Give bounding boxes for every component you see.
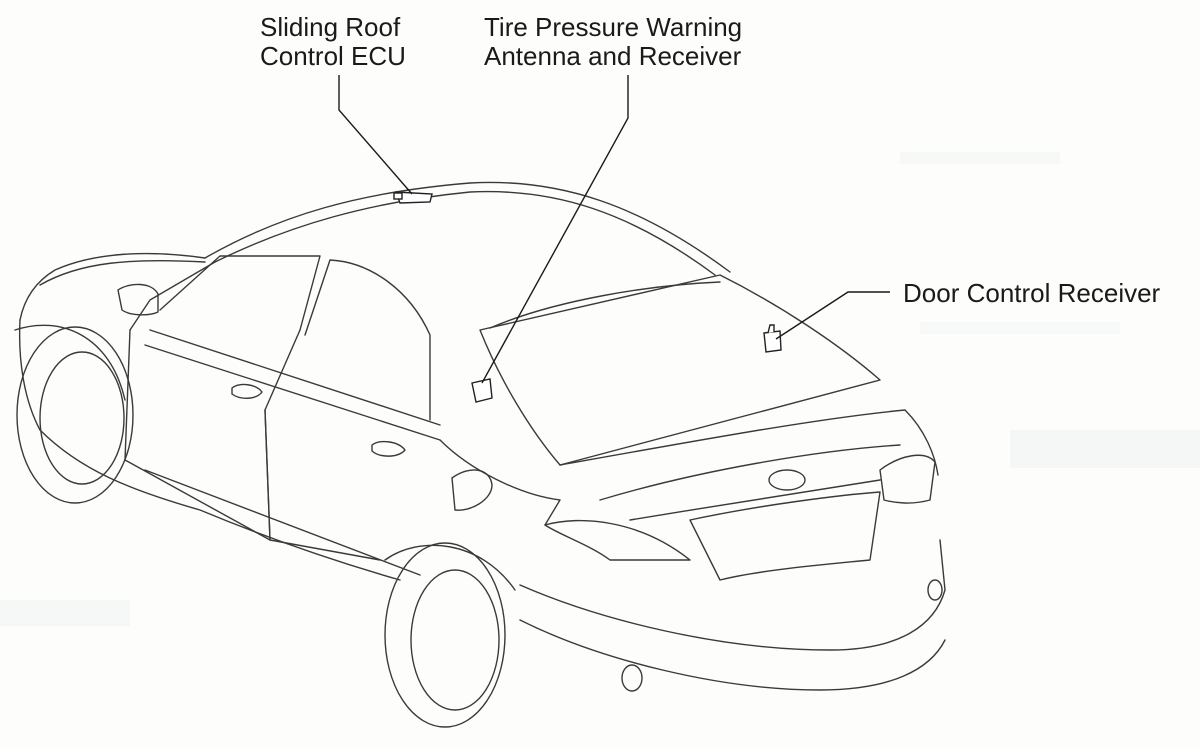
tire-pressure-label-line1: Tire Pressure Warning	[484, 12, 743, 42]
leader-line-tire-pressure	[481, 75, 629, 384]
leader-line-door-control	[775, 291, 890, 340]
door-control-receiver-part	[763, 324, 782, 353]
front-wheel	[14, 324, 134, 504]
door-control-receiver-label: Door Control Receiver	[903, 279, 1160, 308]
car-body	[18, 181, 946, 692]
rear-wheel	[384, 542, 516, 728]
leader-line-sliding-roof	[338, 75, 413, 195]
tire-pressure-label: Tire Pressure Warning Antenna and Receiv…	[484, 13, 742, 71]
sliding-roof-label-line1: Sliding Roof	[260, 12, 401, 42]
tire-pressure-label-line2: Antenna and Receiver	[484, 41, 742, 71]
door-control-label-line1: Door Control Receiver	[903, 278, 1161, 308]
background-bleed-through	[0, 152, 1200, 626]
sliding-roof-ecu-label: Sliding Roof Control ECU	[260, 13, 406, 71]
sliding-roof-label-line2: Control ECU	[260, 41, 406, 71]
sliding-roof-ecu-part	[393, 191, 433, 204]
